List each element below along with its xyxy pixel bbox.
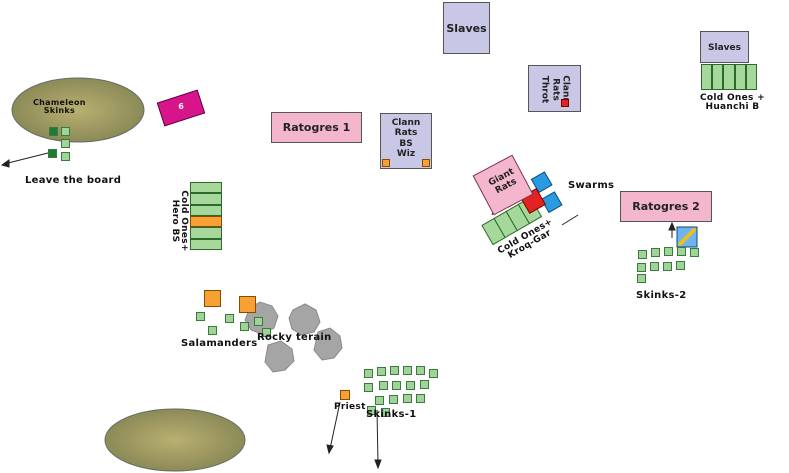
magenta-unit[interactable] [156,89,206,127]
unit-label: Slaves [708,43,741,53]
rocky-terrain-label: Rocky terain [257,332,332,343]
magenta-unit-label: 6 [178,102,184,111]
priest-model[interactable] [340,390,350,400]
salamanders-label: Salamanders [181,338,258,349]
unit-label: Slaves [446,22,487,35]
cold-ones-hero-bs-label: Cold Ones+ Hero BS [169,190,189,252]
orange-marker [382,159,390,167]
spear-icon [678,228,696,246]
forest-top-left [11,77,145,143]
swarms[interactable] [530,171,563,214]
cold-ones-huanchi-block[interactable] [701,64,758,90]
skinks-1-label: Skinks-1 [366,409,417,420]
unit-label: Ratogres 1 [282,121,351,134]
red-marker [561,99,569,107]
skinks-2-label: Skinks-2 [636,290,687,301]
unit-slaves-right[interactable]: Slaves [700,31,749,63]
unit-label: Clann Rats BS Wiz [391,118,421,160]
unit-label: Ratogres 2 [632,200,700,213]
chameleon-skinks-label: Chameleon Skinks [33,98,86,115]
unit-slaves-top[interactable]: Slaves [443,2,490,54]
giant-rats-unit[interactable] [472,154,534,216]
unit-clann-rats-throt[interactable]: Clann Rats Throt [528,65,581,112]
swarms-label: Swarms [568,180,615,191]
priest-label: Priest [334,402,366,412]
orange-marker [422,159,430,167]
cold-ones-hero-bs-block[interactable] [190,182,222,250]
unit-ratogres-2[interactable]: Ratogres 2 [620,191,712,222]
unit-clann-rats-bs-wiz[interactable]: Clann Rats BS Wiz [380,113,432,169]
unit-ratogres-1[interactable]: Ratogres 1 [271,112,362,143]
cold-ones-huanchi-label: Cold Ones + Huanchi B [700,93,765,112]
leave-board-label: Leave the board [25,175,122,186]
movement-arrows [0,151,676,470]
forest-bottom-left [104,408,246,472]
